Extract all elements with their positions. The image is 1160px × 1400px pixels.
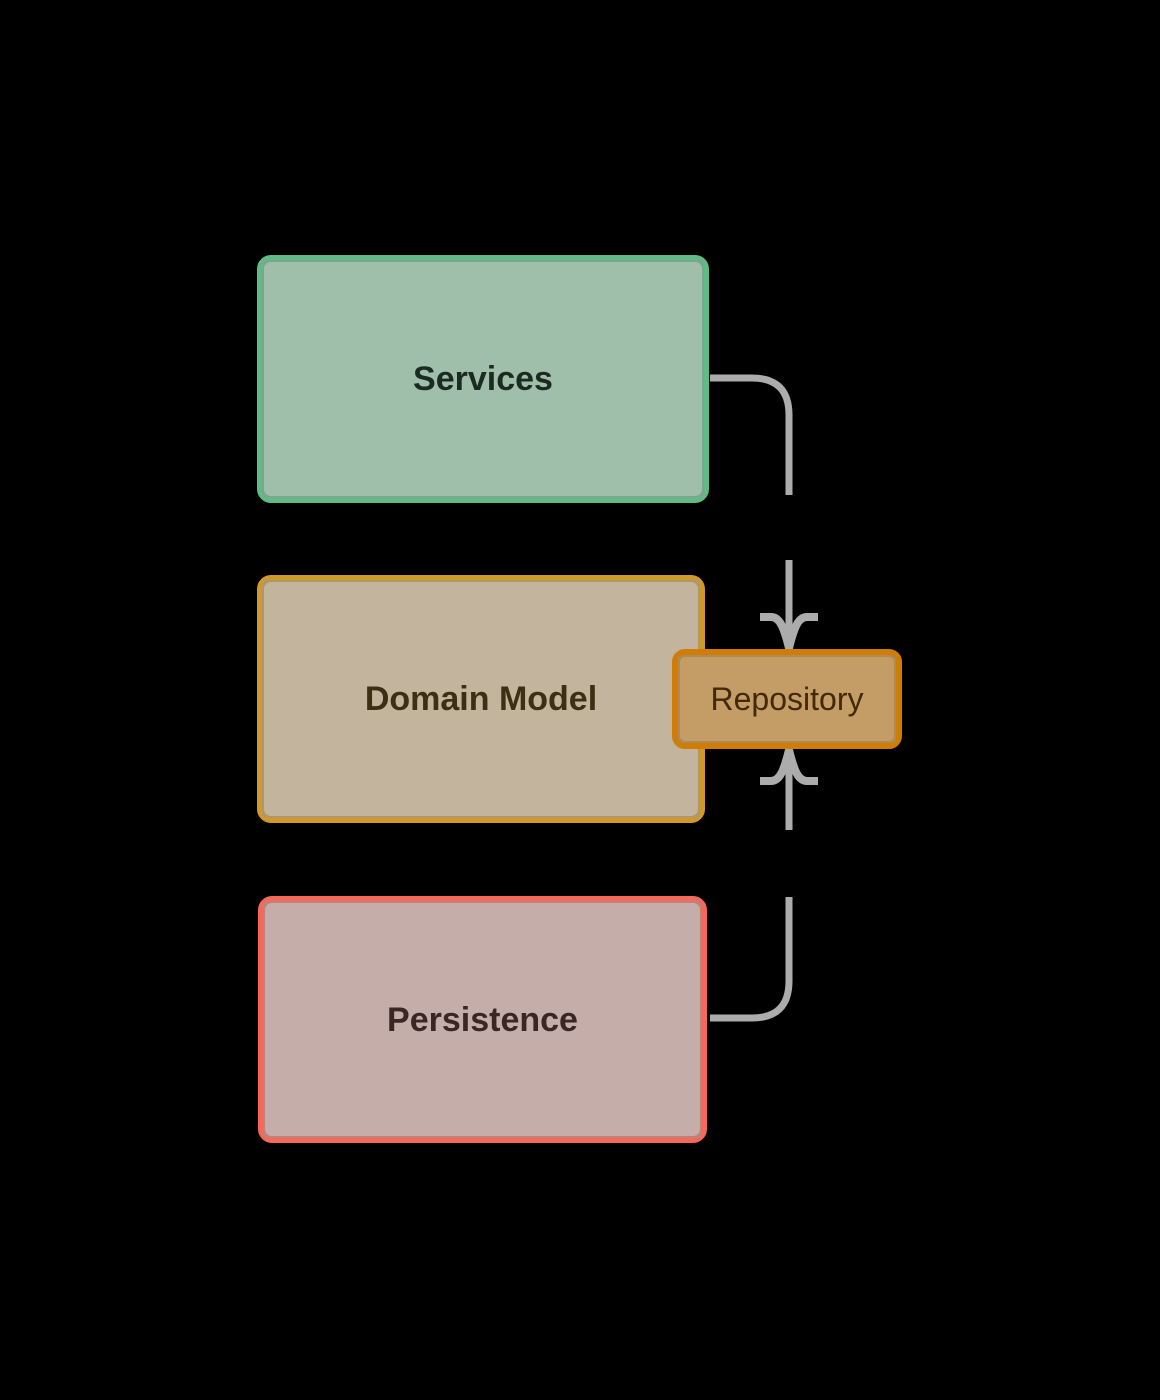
edge-services-to-repository-segment-1 — [710, 374, 793, 495]
node-domain-model: Domain Model — [257, 575, 705, 823]
edge-persistence-to-repository-segment-1 — [710, 897, 793, 1022]
node-repository-label: Repository — [710, 681, 864, 717]
node-persistence-label: Persistence — [387, 1000, 578, 1039]
node-domain-model-label: Domain Model — [364, 680, 598, 718]
node-services-label: Services — [413, 360, 553, 398]
node-repository: Repository — [672, 649, 902, 749]
node-persistence: Persistence — [258, 896, 707, 1143]
arrowhead-up-icon — [760, 746, 818, 785]
node-services: Services — [257, 255, 709, 503]
arrowhead-down-icon — [760, 613, 818, 652]
